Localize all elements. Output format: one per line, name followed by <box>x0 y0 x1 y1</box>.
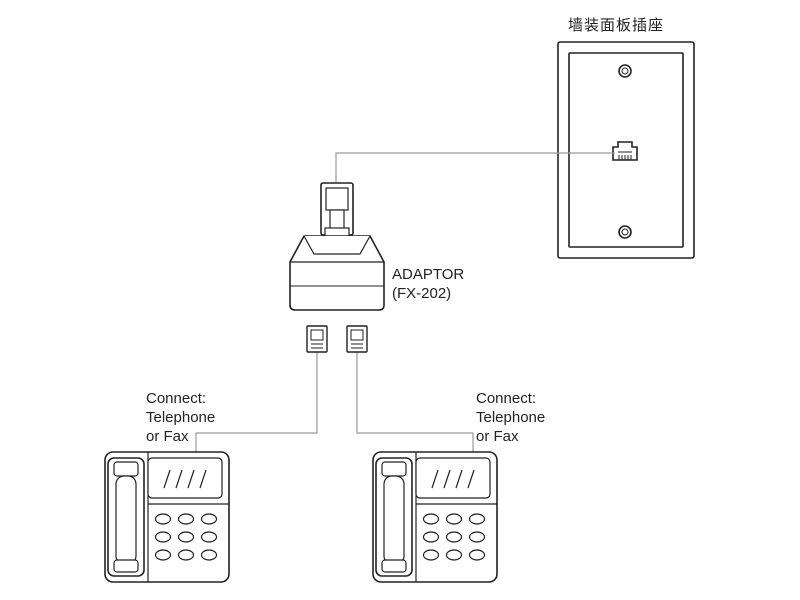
output-plug-right-icon <box>346 325 368 353</box>
wire-adaptor-to-left-phone <box>195 352 318 452</box>
left-phone-label-line3: or Fax <box>146 428 189 445</box>
adaptor-label: ADAPTOR (FX-202) <box>392 265 464 303</box>
output-plug-left-icon <box>306 325 328 353</box>
wall-plate <box>557 41 695 259</box>
wire-wall-to-adaptor <box>335 152 615 183</box>
wall-plate-label: 墙装面板插座 <box>568 16 665 34</box>
left-phone-label-line2: Telephone <box>146 409 216 426</box>
wall-jack-icon <box>612 141 638 161</box>
telephone-right-icon <box>372 451 498 583</box>
right-phone-label-line3: or Fax <box>476 428 519 445</box>
adaptor-icon <box>289 182 385 311</box>
adaptor-name: ADAPTOR <box>392 266 465 283</box>
left-phone-label: Connect: Telephone or Fax <box>146 389 215 446</box>
left-phone-label-line1: Connect: <box>146 390 207 407</box>
right-phone-label-line2: Telephone <box>476 409 546 426</box>
telephone-left-icon <box>104 451 230 583</box>
wires <box>195 152 615 452</box>
wire-adaptor-to-right-phone <box>356 352 474 452</box>
adaptor-model: (FX-202) <box>392 285 452 302</box>
right-phone-label: Connect: Telephone or Fax <box>476 389 545 446</box>
right-phone-label-line1: Connect: <box>476 390 537 407</box>
